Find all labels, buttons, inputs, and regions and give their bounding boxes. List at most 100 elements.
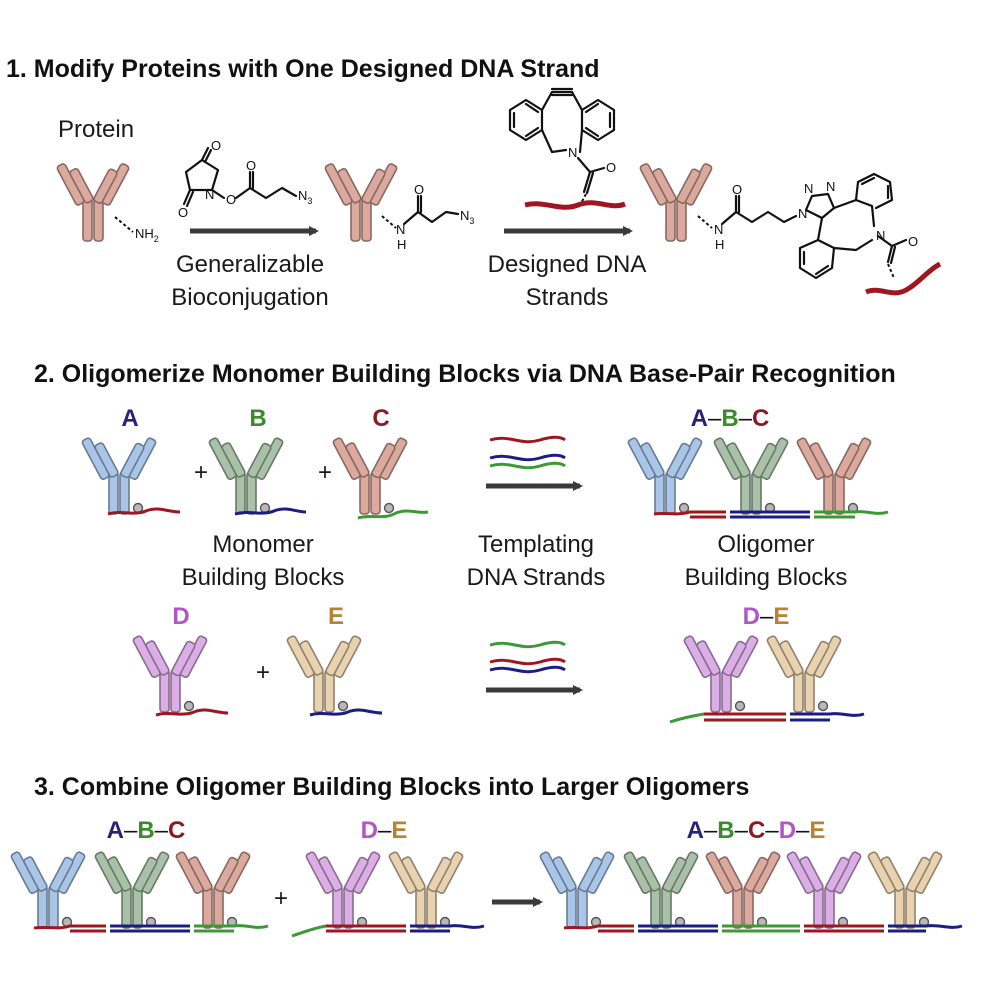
atom-n: N: [714, 222, 723, 237]
antibody-chain: [313, 669, 324, 713]
s3-final-b: [623, 851, 699, 929]
monomer-caption-line2: Building Blocks: [182, 564, 345, 591]
antibody-chain: [94, 442, 119, 478]
antibody-chain: [578, 856, 603, 893]
dna-strand: [357, 509, 429, 520]
oligomer-abc-b: [713, 437, 789, 515]
step-3-group: A–B–C + D–E A–B–C–D–E: [10, 817, 963, 938]
antibody-chain: [793, 669, 804, 713]
dbco-dna-structure: N O: [508, 87, 626, 210]
abc-label: A–B–C: [107, 817, 186, 844]
antibody-chain: [809, 442, 834, 478]
antibody-step1-conjugated: [639, 163, 713, 242]
label-c: C: [372, 405, 389, 432]
antibody-chain: [171, 640, 196, 677]
atom-o: O: [414, 182, 424, 197]
nhs-ester-structure: O O N O O N3: [178, 138, 312, 220]
amine-bond: [114, 216, 134, 233]
antibody-chain: [427, 856, 452, 893]
antibody-chain: [696, 640, 721, 676]
n3-label: N3: [298, 188, 312, 206]
section-2-title: 2. Oligomerize Monomer Building Blocks v…: [34, 360, 896, 388]
antibody-chain: [188, 856, 213, 892]
atom-n: N: [804, 181, 813, 196]
templating-caption-line2: DNA Strands: [467, 564, 606, 591]
atom-o: O: [211, 138, 221, 153]
de-label: D–E: [361, 817, 408, 844]
plus-sign: +: [274, 885, 288, 912]
antibody-chain: [133, 856, 158, 893]
antibody-chain: [49, 856, 74, 893]
atom-o: O: [246, 158, 256, 173]
antibody-chain: [718, 856, 743, 892]
dna-strand: [524, 200, 626, 210]
dna-strand: [865, 261, 942, 296]
s3-left-a: [10, 851, 86, 929]
plus-sign: +: [318, 459, 332, 486]
templating-caption-line1: Templating: [478, 531, 594, 558]
antibody-chain: [779, 640, 804, 676]
antibody-chain: [344, 856, 369, 893]
oligomer-de-duplex: [669, 712, 865, 724]
arrow1-caption-line1: Generalizable: [176, 251, 324, 278]
atom-o: O: [178, 205, 188, 220]
conjugation-site: [817, 700, 829, 712]
antibody-chain: [566, 885, 577, 929]
oligomer-abc-duplex: [653, 510, 889, 519]
s3-left-d: [305, 851, 381, 929]
antibody-chain: [813, 885, 824, 929]
template-strand: [489, 461, 566, 470]
template-strand: [489, 657, 566, 666]
plus-sign: +: [194, 459, 208, 486]
antibody-chain: [247, 442, 272, 479]
label-d: D: [172, 603, 189, 630]
antibody-chain: [108, 471, 119, 515]
antibody-chain: [345, 442, 370, 478]
atom-n: N: [396, 222, 405, 237]
atom-n: N: [826, 179, 835, 194]
step-1-group: Protein NH2 O O N O O: [56, 87, 942, 311]
s3-left-duplex: [33, 924, 269, 933]
antibody-chain: [740, 471, 751, 515]
label-b: B: [249, 405, 266, 432]
antibody-chain: [726, 442, 751, 478]
antibody-chain: [332, 885, 343, 929]
antibody-chain: [69, 168, 94, 204]
conjugation-site: [734, 700, 746, 712]
antibody-chain: [894, 885, 905, 929]
s3-de-duplex: [291, 924, 485, 938]
antibody-chain: [640, 442, 665, 478]
antibody-chain: [401, 856, 426, 892]
s3-final-c: [705, 851, 781, 929]
antibody-chain: [650, 885, 661, 929]
monomer-e: [286, 635, 362, 713]
conjugation-site: [337, 700, 349, 712]
template-strand: [489, 665, 566, 674]
antibody-step1-unmodified: [56, 163, 130, 242]
oligomer-de-e: [766, 635, 842, 713]
atom-h: H: [397, 237, 406, 252]
oligomer-caption-line2: Building Blocks: [685, 564, 848, 591]
template-strand: [489, 453, 566, 462]
antibody-chain: [145, 640, 170, 676]
label-a: A: [121, 405, 138, 432]
atom-h: H: [715, 237, 724, 252]
antibody-chain: [120, 442, 145, 479]
antibody-chain: [752, 442, 777, 479]
atom-n: N: [798, 206, 807, 221]
antibody-chain: [415, 885, 426, 929]
antibody-chain: [666, 442, 691, 479]
arrow2-caption-line1: Designed DNA: [488, 251, 647, 278]
antibody-chain: [799, 856, 824, 892]
antibody-chain: [835, 442, 860, 479]
antibody-chain: [359, 471, 370, 515]
antibody-chain: [23, 856, 48, 892]
n3-label-2: N3: [460, 208, 474, 226]
antibody-chain: [318, 856, 343, 892]
s3-left-b: [94, 851, 170, 929]
monomer-b: [208, 437, 284, 515]
antibody-chain: [221, 442, 246, 478]
antibody-chain: [732, 885, 743, 929]
antibody-chain: [823, 471, 834, 515]
